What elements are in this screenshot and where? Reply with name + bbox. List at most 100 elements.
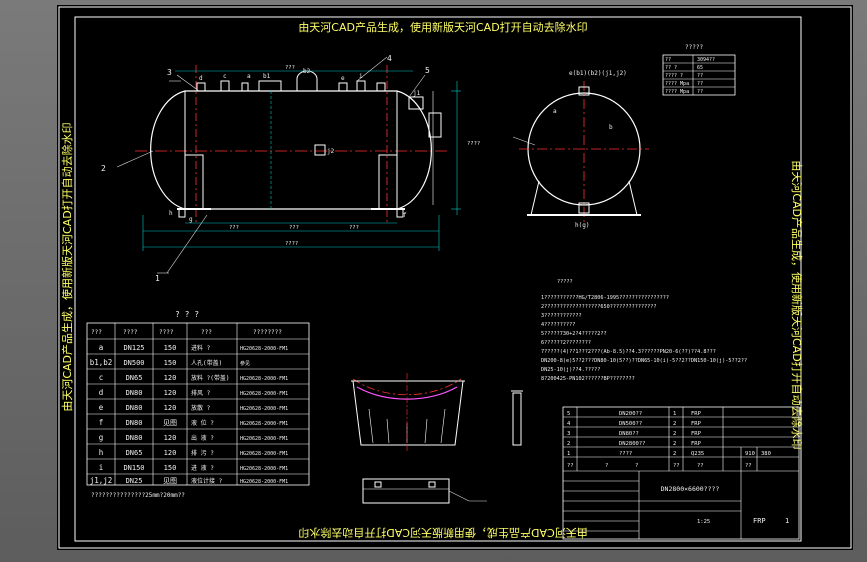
svg-text:排 污 ?: 排 污 ? [191, 449, 214, 457]
svg-text:2: 2 [673, 431, 676, 437]
nozzle-table: ? ? ? [86, 310, 310, 499]
svg-text:FRP: FRP [753, 517, 766, 525]
svg-text:DN65: DN65 [126, 374, 143, 382]
svg-text:? ? ?: ? ? ? [175, 310, 199, 319]
svg-text:液 位 ?: 液 位 ? [191, 419, 214, 427]
svg-text:进 液 ?: 进 液 ? [191, 464, 214, 472]
end-view: e(b1)(b2)(j1,j2) h(g) a b [512, 70, 649, 229]
svg-text:j1,j2: j1,j2 [90, 476, 113, 485]
svg-text:DN80: DN80 [126, 434, 143, 442]
svg-text:FRP: FRP [691, 441, 702, 447]
svg-text:g: g [189, 216, 193, 223]
svg-text:120: 120 [164, 389, 177, 397]
svg-text:Q235: Q235 [691, 451, 704, 457]
svg-text:?: ? [635, 463, 638, 469]
svg-text:120: 120 [164, 374, 177, 382]
svg-text:HG20628-2000-FM1: HG20628-2000-FM1 [240, 346, 288, 352]
svg-text:1: 1 [673, 411, 676, 417]
svg-text:b1,b2: b1,b2 [90, 358, 113, 367]
svg-text:2: 2 [673, 421, 676, 427]
drawing-canvas[interactable]: 由天河CAD产品生成，使用新版天河CAD打开自动去除水印 由天河CAD产品生成，… [57, 5, 853, 550]
svg-text:进料 ?: 进料 ? [191, 344, 211, 352]
svg-text:人孔(带盖): 人孔(带盖) [191, 359, 222, 367]
svg-text:150: 150 [164, 344, 177, 352]
inner-frame [74, 16, 802, 542]
svg-text:150: 150 [164, 359, 177, 367]
svg-text:??: ?? [697, 81, 703, 87]
watermark-right: 由天河CAD产品生成，使用新版天河CAD打开自动去除水印 [790, 160, 804, 449]
svg-text:8?200425-PN102??????BP????????: 8?200425-PN102??????BP???????? [541, 376, 635, 382]
svg-text:f: f [99, 418, 104, 427]
svg-text:1:25: 1:25 [697, 519, 710, 525]
svg-text:???????????????25mm?20mm??: ???????????????25mm?20mm?? [91, 492, 185, 499]
svg-text:380: 380 [761, 451, 771, 457]
title-block: 5 DN200?? 1 FRP 4 DN500?? 2 FRP 3 DN80??… [562, 406, 800, 540]
svg-text:DN2800??: DN2800?? [619, 441, 646, 447]
svg-text:2: 2 [101, 164, 106, 173]
svg-text:e: e [99, 403, 104, 412]
svg-text:参见: 参见 [240, 360, 250, 367]
svg-text:1: 1 [155, 274, 160, 283]
svg-text:i: i [99, 463, 104, 472]
svg-text:h: h [169, 210, 173, 217]
svg-text:b: b [609, 124, 613, 131]
svg-text:DN80: DN80 [126, 419, 143, 427]
svg-text:液位计接 ?: 液位计接 ? [191, 477, 223, 485]
watermark-top: 由天河CAD产品生成，使用新版天河CAD打开自动去除水印 [298, 20, 587, 34]
svg-text:e: e [341, 75, 345, 82]
svg-text:??: ?? [745, 463, 752, 469]
svg-text:???: ??? [349, 225, 359, 231]
svg-text:??: ?? [567, 463, 574, 469]
svg-text:120: 120 [164, 404, 177, 412]
svg-text:f: f [403, 212, 407, 219]
svg-text:??: ?? [697, 73, 703, 79]
svg-text:??: ?? [697, 89, 703, 95]
svg-text:7?????(4)??1???2???(Ab-8.5)??4: 7?????(4)??1???2???(Ab-8.5)??4.3??????PN… [541, 349, 716, 355]
svg-text:???? Mpa: ???? Mpa [665, 89, 689, 95]
svg-text:DN200-8(e)5??2???DN80-10(5??)?: DN200-8(e)5??2???DN80-10(5??)??DN65-10(i… [541, 358, 747, 364]
svg-text:????: ???? [285, 241, 298, 247]
svg-text:???: ??? [285, 65, 295, 71]
svg-text:???: ??? [201, 329, 212, 336]
watermark-bottom: 由天河CAD产品生成，使用新版天河CAD打开自动去除水印 [298, 526, 587, 540]
svg-text:6??????2????????: 6??????2???????? [541, 340, 591, 346]
svg-text:b2: b2 [303, 68, 311, 75]
svg-text:150: 150 [164, 464, 177, 472]
svg-text:DN65: DN65 [126, 449, 143, 457]
cad-drawing: 由天河CAD产品生成，使用新版天河CAD打开自动去除水印 由天河CAD产品生成，… [58, 6, 852, 549]
svg-text:DN80: DN80 [126, 389, 143, 397]
svg-text:???? Mpa: ???? Mpa [665, 81, 689, 87]
svg-text:a: a [553, 108, 557, 115]
svg-text:????: ???? [619, 451, 632, 457]
svg-text:HG20628-2000-FM1: HG20628-2000-FM1 [240, 421, 288, 427]
svg-text:DN500: DN500 [123, 359, 144, 367]
svg-text:?: ? [605, 463, 608, 469]
svg-text:120: 120 [164, 449, 177, 457]
svg-text:1???????????HG/T2806-1995?????: 1???????????HG/T2806-1995???????????????… [541, 295, 669, 301]
main-vessel-view: ??? ??? ???? ??? ???? ??? d c a b1 b2 e … [101, 54, 480, 283]
outer-frame [58, 6, 852, 549]
svg-text:??: ?? [665, 57, 671, 63]
svg-text:???: ??? [91, 329, 102, 336]
svg-text:3????????????: 3???????????? [541, 313, 582, 319]
svg-text:DN80??: DN80?? [619, 431, 639, 437]
svg-text:2: 2 [673, 451, 676, 457]
svg-text:DN80: DN80 [126, 404, 143, 412]
svg-text:??: ?? [697, 463, 704, 469]
svg-text:????: ???? [123, 329, 138, 336]
svg-text:j1: j1 [413, 90, 421, 97]
svg-text:?? ?: ?? ? [665, 65, 677, 71]
svg-text:???: ??? [229, 225, 239, 231]
svg-text:5?????730+2?4?????2??: 5?????730+2?4?????2?? [541, 331, 607, 337]
svg-text:????????: ???????? [253, 329, 282, 336]
svg-text:??: ?? [673, 463, 680, 469]
svg-text:2??????????????????650????????: 2??????????????????650??????????????? [541, 304, 657, 310]
svg-text:h: h [99, 448, 104, 457]
svg-text:???? ?: ???? ? [665, 73, 683, 79]
svg-text:排风 ?: 排风 ? [191, 389, 211, 397]
svg-text:c: c [223, 73, 227, 80]
svg-text:3094??: 3094?? [697, 57, 715, 63]
svg-text:c: c [99, 373, 104, 382]
svg-text:FRP: FRP [691, 411, 702, 417]
svg-text:i: i [359, 73, 363, 80]
